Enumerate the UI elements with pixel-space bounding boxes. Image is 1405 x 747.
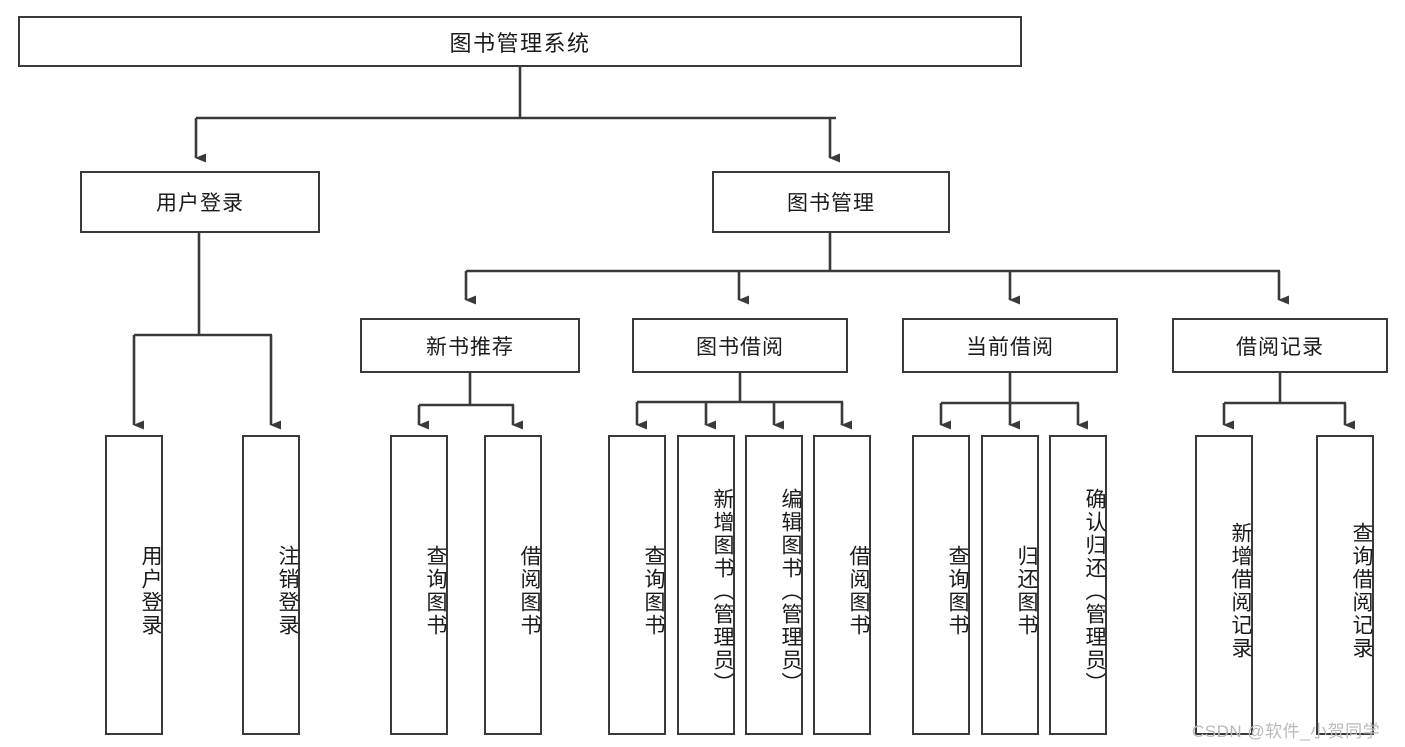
node-label: 用户登录	[156, 192, 244, 215]
leaf-book-borrow-edit-book-admin[interactable]: 编辑图书（管理员）	[745, 435, 803, 735]
node-label: 借阅图书	[847, 545, 870, 637]
leaf-user-login-logout[interactable]: 注销登录	[242, 435, 300, 735]
node-label: 查询图书	[424, 545, 447, 637]
node-label: 借阅图书	[518, 545, 541, 637]
node-label: 图书借阅	[696, 335, 784, 359]
leaf-borrow-records-query-record[interactable]: 查询借阅记录	[1316, 435, 1374, 735]
node-label: 新增图书（管理员）	[711, 487, 734, 695]
node-label: 归还图书	[1015, 545, 1038, 637]
leaf-book-borrow-query-book[interactable]: 查询图书	[608, 435, 666, 735]
leaf-current-borrow-return-book[interactable]: 归还图书	[981, 435, 1039, 735]
node-current-borrow[interactable]: 当前借阅	[902, 318, 1118, 373]
node-label: 查询图书	[946, 545, 969, 637]
leaf-new-book-query-book[interactable]: 查询图书	[390, 435, 448, 735]
node-label: 查询图书	[642, 545, 665, 637]
leaf-new-book-borrow-book[interactable]: 借阅图书	[484, 435, 542, 735]
node-label: 图书管理系统	[449, 30, 591, 56]
node-label: 当前借阅	[966, 335, 1054, 359]
node-label: 用户登录	[139, 545, 162, 637]
node-user-login[interactable]: 用户登录	[80, 171, 320, 233]
node-new-book-recommend[interactable]: 新书推荐	[360, 318, 580, 373]
node-borrow-records[interactable]: 借阅记录	[1172, 318, 1388, 373]
node-label: 图书管理	[787, 192, 875, 215]
node-book-borrow[interactable]: 图书借阅	[632, 318, 848, 373]
leaf-user-login-login[interactable]: 用户登录	[105, 435, 163, 735]
leaf-current-borrow-query-book[interactable]: 查询图书	[912, 435, 970, 735]
node-label: 注销登录	[276, 545, 299, 637]
node-label: 查询借阅记录	[1350, 522, 1373, 660]
node-label: 借阅记录	[1236, 335, 1324, 359]
node-label: 编辑图书（管理员）	[779, 487, 802, 695]
node-label: 新增借阅记录	[1229, 522, 1252, 660]
node-book-management[interactable]: 图书管理	[712, 171, 950, 233]
watermark-text: CSDN @软件_小贺同学	[1192, 722, 1381, 741]
leaf-book-borrow-borrow-book[interactable]: 借阅图书	[813, 435, 871, 735]
leaf-current-borrow-confirm-return-admin[interactable]: 确认归还（管理员）	[1049, 435, 1107, 735]
node-label: 新书推荐	[426, 335, 514, 359]
node-label: 确认归还（管理员）	[1083, 487, 1106, 695]
leaf-book-borrow-add-book-admin[interactable]: 新增图书（管理员）	[677, 435, 735, 735]
node-root-book-management-system[interactable]: 图书管理系统	[18, 16, 1022, 67]
leaf-borrow-records-add-record[interactable]: 新增借阅记录	[1195, 435, 1253, 735]
